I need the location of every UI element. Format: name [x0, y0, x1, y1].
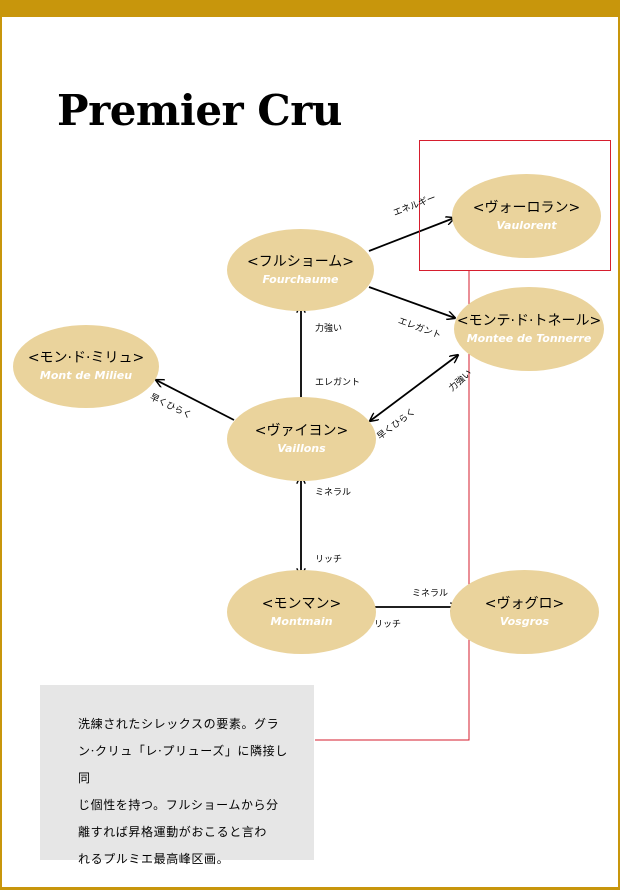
top-accent-bar [0, 0, 620, 17]
node-montmain-en: Montmain [270, 614, 333, 628]
node-vaulorent: <ヴォーロラン> Vaulorent [452, 174, 601, 258]
edge-label-elegant-2: エレガント [315, 378, 361, 388]
node-vosgros-jp: <ヴォグロ> [484, 595, 565, 612]
note-line-2: ン·クリュ「レ·プリューズ」に隣接し同 [78, 744, 288, 785]
node-vosgros-en: Vosgros [499, 614, 550, 628]
edge-label-rich-2: リッチ [374, 620, 402, 630]
edge-fourchaume-montee [368, 286, 455, 318]
node-milieu: <モン·ド·ミリュ> Mont de Milieu [13, 325, 159, 408]
highlight-box [419, 140, 611, 271]
edge-label-power-1: 力強い [315, 324, 343, 334]
edge-fourchaume-vaulorent [368, 218, 454, 252]
note-line-1: 洗練されたシレックスの要素。グラ [78, 717, 280, 731]
node-fourchaume: <フルショーム> Fourchaume [227, 229, 374, 311]
description-note: 洗練されたシレックスの要素。グラ ン·クリュ「レ·プリューズ」に隣接し同 じ個性… [40, 685, 314, 866]
node-vaulorent-jp: <ヴォーロラン> [472, 199, 581, 216]
edge-vaillons-montee [370, 355, 458, 421]
node-montmain-jp: <モンマン> [261, 595, 342, 612]
node-vaillons: <ヴァイヨン> Vaillons [227, 397, 376, 481]
node-vaulorent-en: Vaulorent [496, 218, 557, 232]
node-fourchaume-jp: <フルショーム> [246, 253, 355, 270]
note-line-5: れるプルミエ最高峰区画。 [78, 852, 230, 866]
node-montmain: <モンマン> Montmain [227, 570, 376, 654]
edge-label-rich-1: リッチ [315, 555, 343, 565]
callout-connector [315, 271, 470, 741]
note-line-3: じ個性を持つ。フルショームから分 [78, 798, 279, 812]
node-montee: <モンテ·ド·トネール> Montee de Tonnerre [454, 287, 604, 371]
edge-label-mineral-2: ミネラル [412, 589, 449, 599]
node-vaillons-en: Vaillons [277, 441, 326, 455]
node-vosgros: <ヴォグロ> Vosgros [450, 570, 599, 654]
node-montee-en: Montee de Tonnerre [466, 331, 592, 345]
node-milieu-en: Mont de Milieu [39, 369, 133, 382]
node-milieu-jp: <モン·ド·ミリュ> [27, 350, 145, 366]
note-line-4: 離すれば昇格運動がおこると言わ [78, 825, 268, 839]
edge-vaillons-milieu [156, 380, 235, 421]
edge-label-mineral-1: ミネラル [315, 488, 352, 498]
node-fourchaume-en: Fourchaume [262, 272, 339, 286]
page-title: Premier Cru [57, 86, 342, 135]
node-vaillons-jp: <ヴァイヨン> [254, 422, 349, 439]
node-montee-jp: <モンテ·ド·トネール> [456, 312, 602, 329]
